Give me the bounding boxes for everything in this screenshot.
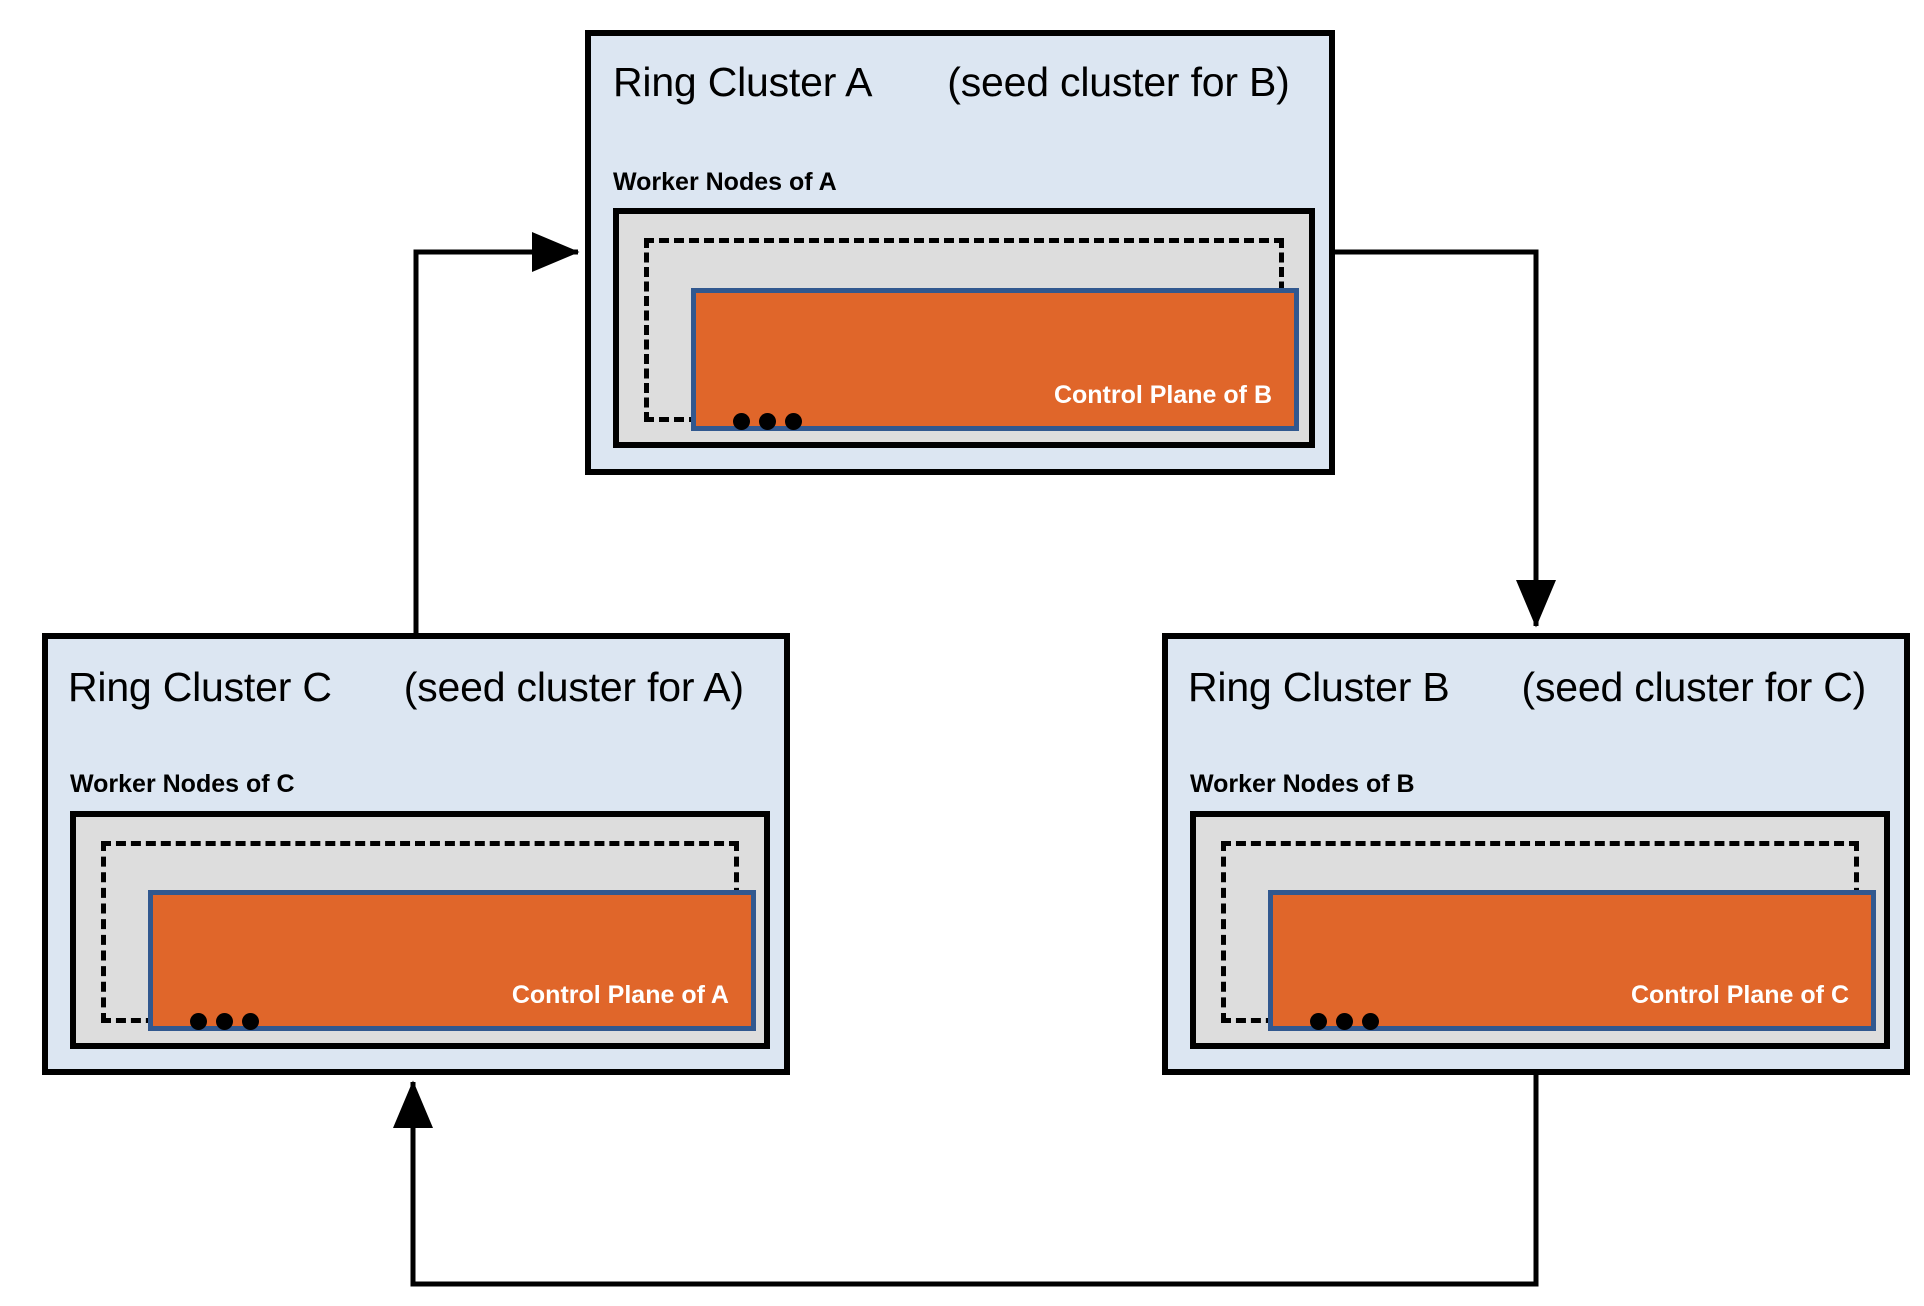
cluster-a-ellipsis-icon [733,413,802,430]
ring-cluster-b[interactable]: Ring Cluster B (seed cluster for C) Work… [1162,633,1910,1075]
cluster-b-control-plane-box[interactable]: Control Plane of C [1268,890,1876,1031]
cluster-a-worker-nodes-box[interactable]: Control Plane of B [613,208,1315,448]
ring-cluster-c[interactable]: Ring Cluster C (seed cluster for A) Work… [42,633,790,1075]
cluster-c-seed-note: (seed cluster for A) [403,664,744,710]
cluster-b-control-plane-label: Control Plane of C [1630,981,1849,1009]
cluster-c-title: Ring Cluster C (seed cluster for A) [68,667,744,708]
cluster-b-worker-nodes-label: Worker Nodes of B [1190,770,1415,798]
cluster-a-title: Ring Cluster A (seed cluster for B) [613,62,1290,103]
cluster-c-worker-nodes-box[interactable]: Control Plane of A [70,811,770,1049]
arrow-a-to-b [1335,249,1556,628]
cluster-a-control-plane-box[interactable]: Control Plane of B [691,288,1299,431]
cluster-c-worker-nodes-label: Worker Nodes of C [70,770,295,798]
cluster-c-control-plane-label: Control Plane of A [511,981,729,1009]
cluster-c-name: Ring Cluster C [68,664,332,710]
cluster-b-seed-note: (seed cluster for C) [1521,664,1867,710]
cluster-b-worker-nodes-box[interactable]: Control Plane of C [1190,811,1890,1049]
cluster-b-title: Ring Cluster B (seed cluster for C) [1188,667,1866,708]
cluster-b-ellipsis-icon [1310,1013,1379,1030]
cluster-a-seed-note: (seed cluster for B) [947,59,1290,105]
cluster-c-control-plane-box[interactable]: Control Plane of A [148,890,756,1031]
cluster-b-dashed-boundary: Control Plane of C [1221,841,1876,1031]
arrow-b-to-c [393,1075,1539,1287]
cluster-b-name: Ring Cluster B [1188,664,1450,710]
arrow-c-to-a [413,232,580,633]
cluster-a-worker-nodes-label: Worker Nodes of A [613,168,837,196]
cluster-c-dashed-boundary: Control Plane of A [101,841,756,1031]
cluster-a-control-plane-label: Control Plane of B [1053,381,1272,409]
cluster-a-dashed-boundary: Control Plane of B [644,238,1299,431]
cluster-c-ellipsis-icon [190,1013,259,1030]
cluster-a-name: Ring Cluster A [613,59,873,105]
ring-cluster-a[interactable]: Ring Cluster A (seed cluster for B) Work… [585,30,1335,475]
